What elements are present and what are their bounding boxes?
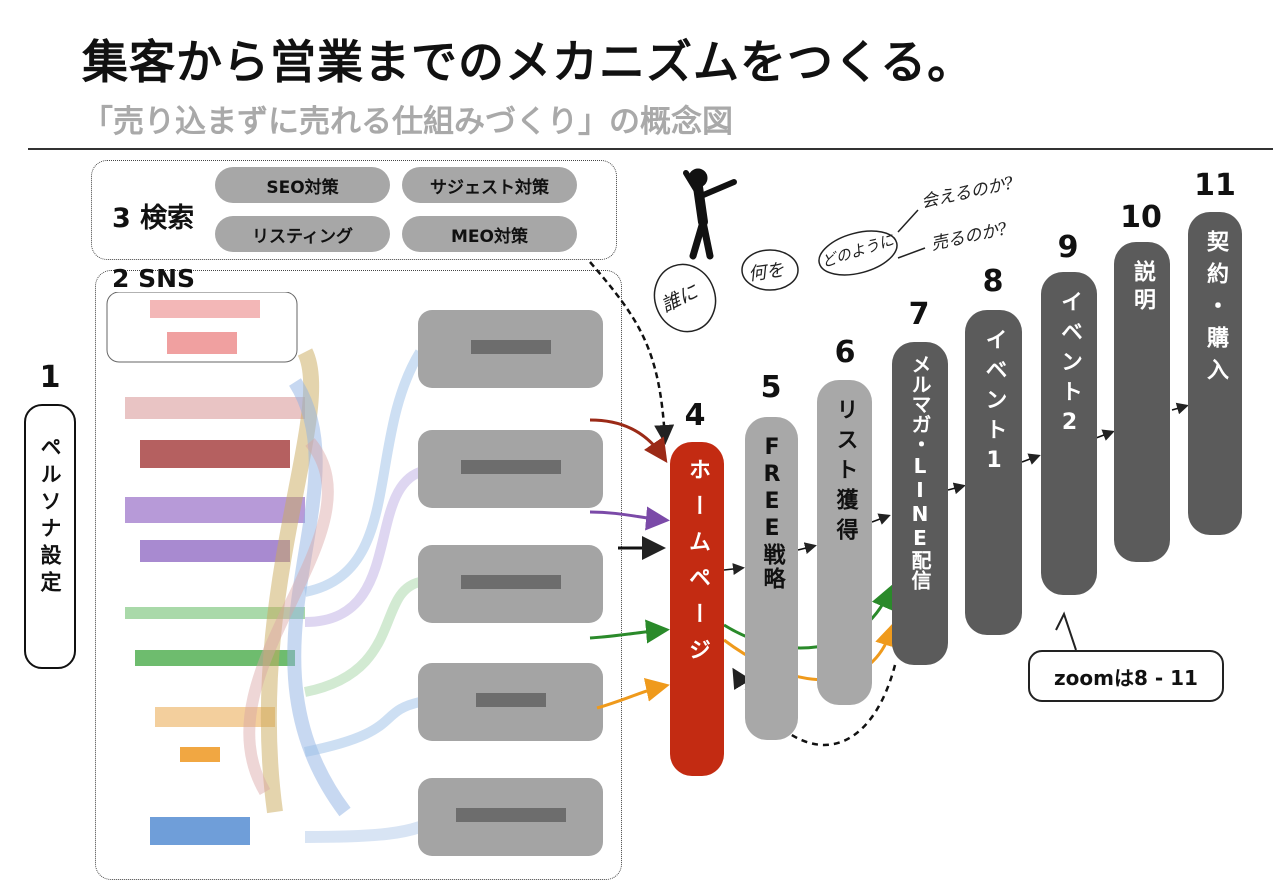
step-number-8: 8 [982,264,1004,299]
sns-blurred-content [105,291,425,867]
step-free-strategy-label: FREE戦略 [759,435,785,591]
suggest-pill: サジェスト対策 [402,167,577,203]
step-number-4: 4 [684,398,706,433]
note-what: 何を [746,259,786,286]
step-number-9: 9 [1057,230,1079,265]
page-title: 集客から営業までのメカニズムをつくる。 [82,35,975,89]
step-mailmag-line-label: メルマガ・LINE配信 [908,354,932,590]
sns-account-box [418,430,603,508]
step-contract: 契約・購入 [1188,212,1242,535]
sns-group [95,270,622,880]
step-event1-label: イベント1 [981,328,1007,481]
step-number-7: 7 [908,297,930,332]
listing-pill: リスティング [215,216,390,252]
step-free-strategy: FREE戦略 [745,417,798,740]
persona-label: ペルソナ設定 [38,436,62,598]
search-label: 3 検索 [112,203,195,234]
sns-label: 2 SNS [112,264,196,293]
sns-account-box [418,310,603,388]
step-number-11: 11 [1194,168,1236,203]
step-event1: イベント1 [965,310,1022,635]
step-contract-label: 契約・購入 [1203,230,1228,390]
page-subtitle: 「売り込まずに売れる仕組みづくり」の概念図 [82,104,733,140]
step-number-10: 10 [1120,200,1162,235]
step-homepage-label: ホームページ [685,458,710,674]
zoom-callout: zoomは8 - 11 [1028,650,1224,702]
step-number-6: 6 [834,335,856,370]
divider [28,148,1273,150]
meo-pill: MEO対策 [402,216,577,252]
step-list-acquisition: リスト獲得 [817,380,872,705]
step-explanation: 説明 [1114,242,1170,562]
sns-account-box [418,545,603,623]
seo-pill: SEO対策 [215,167,390,203]
search-group [91,160,617,260]
sns-account-box [418,778,603,856]
step-number-1: 1 [39,360,61,395]
sns-account-box [418,663,603,741]
person-icon [683,168,737,260]
step-homepage: ホームページ [670,442,724,776]
step-event2: イベント2 [1041,272,1097,595]
step-explanation-label: 説明 [1130,260,1155,316]
step-mailmag-line: メルマガ・LINE配信 [892,342,948,665]
persona-box: ペルソナ設定 [24,404,76,669]
step-list-acquisition-label: リスト獲得 [832,398,858,548]
step-event2-label: イベント2 [1057,290,1082,443]
step-number-5: 5 [760,370,782,405]
